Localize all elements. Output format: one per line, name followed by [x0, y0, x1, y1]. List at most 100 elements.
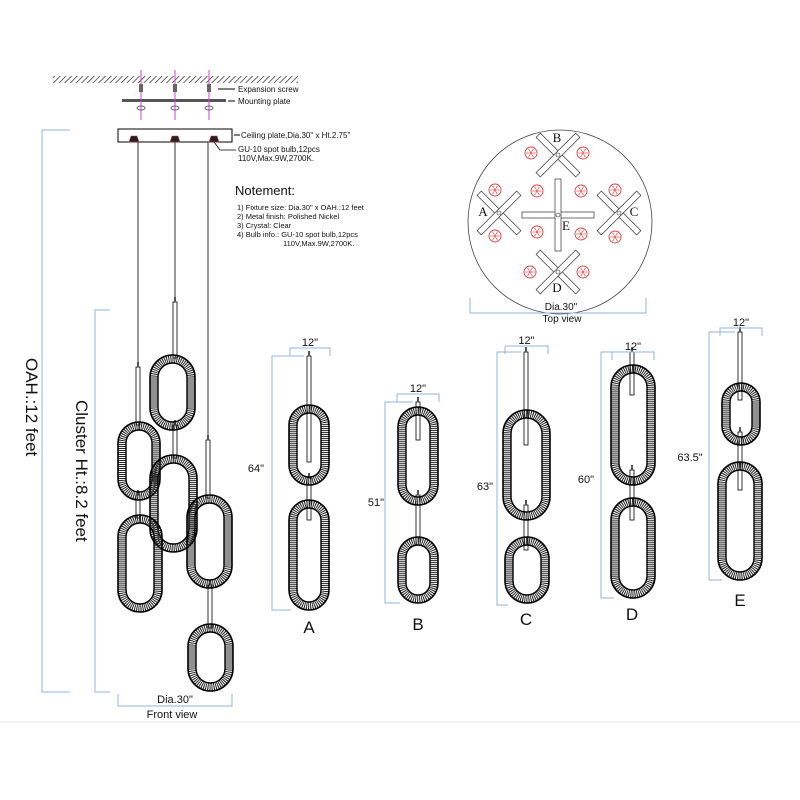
pendant-b: 12"51"B	[368, 383, 440, 634]
ring-outer-edge	[721, 382, 761, 446]
rod-cap	[631, 465, 633, 470]
pendant-e: 12"63.5"E	[677, 317, 763, 610]
front-view-cluster	[117, 142, 234, 692]
top-view-caption: Top view	[543, 314, 583, 325]
bulb-spoke	[536, 227, 540, 233]
notes-title: Notement:	[235, 183, 295, 198]
bulb-spoke	[534, 186, 538, 192]
bulb-spoke	[580, 186, 584, 192]
top-diameter-label: Dia.30"	[545, 302, 578, 313]
bulb-spoke	[536, 190, 540, 196]
rod-cap	[417, 397, 419, 402]
expansion-screw-label: Expansion screw	[238, 85, 299, 94]
bulb-spoke	[612, 185, 616, 191]
bulb-icon	[576, 265, 590, 279]
hub	[555, 212, 561, 218]
bulb-ring	[574, 227, 588, 241]
bulb-spoke	[534, 231, 538, 237]
crystal-ring	[149, 354, 196, 431]
width-label: 12"	[302, 337, 318, 349]
ring-inner-edge	[725, 469, 755, 573]
rod-cap	[137, 362, 139, 367]
bulb-spoke	[580, 152, 584, 158]
bulb-spoke	[580, 271, 584, 277]
arm	[554, 178, 562, 252]
bulb-ring	[576, 146, 590, 160]
crystal-ring	[502, 409, 551, 521]
bulb-spoke	[528, 148, 532, 154]
rod	[172, 301, 178, 359]
ring-crystal-texture	[611, 365, 655, 485]
hub	[555, 269, 561, 275]
crystal-ring	[288, 499, 330, 611]
ring-crystal-texture	[503, 410, 550, 520]
ring-crystal-texture	[398, 407, 438, 505]
width-label: 12"	[733, 317, 749, 329]
bulb-spoke	[527, 271, 531, 277]
bulb-spoke	[580, 267, 584, 273]
crystal-ring	[504, 536, 550, 604]
bulb-sockets	[128, 135, 220, 143]
arm	[596, 190, 642, 236]
bulb-spoke	[492, 235, 496, 241]
mounting-plate-label: Mounting plate	[238, 97, 291, 106]
bulb-icon	[608, 230, 622, 244]
ring-crystal-texture	[398, 537, 438, 603]
bulb-spoke	[492, 231, 496, 237]
leader-line	[213, 141, 236, 151]
bulb-spoke	[578, 186, 582, 192]
rod-cap	[174, 297, 176, 302]
bulb-spoke	[580, 233, 584, 239]
bulb-icon	[488, 183, 502, 197]
pendant-letter: C	[520, 610, 532, 629]
ring-outer-edge	[610, 364, 656, 486]
bulb-ring	[530, 225, 544, 239]
arm-cross	[476, 190, 522, 236]
bulb-icon	[576, 146, 590, 160]
pendant-elevations: 12"64"A12"51"B12"63"C12"60"D12"63.5"E	[248, 317, 763, 637]
bulb-spoke	[580, 229, 584, 235]
ring-crystal-texture	[289, 405, 329, 485]
bulb-icon	[530, 184, 544, 198]
bulb-ring	[608, 230, 622, 244]
ring-inner-edge	[618, 505, 648, 591]
ring-inner-edge	[405, 544, 431, 596]
front-view-caption: Front view	[147, 709, 198, 721]
bulb-spoke	[534, 227, 538, 233]
height-label: 51"	[368, 497, 384, 509]
crystal-ring	[397, 536, 439, 604]
crystal-ring	[117, 514, 163, 613]
ring-outer-edge	[610, 497, 656, 599]
ring-outer-edge	[397, 536, 439, 604]
expansion-screws	[136, 70, 214, 120]
bulb-spoke	[582, 148, 586, 154]
ring-crystal-texture	[722, 383, 760, 445]
oah-label: OAH.:12 feet	[22, 358, 41, 457]
height-dimension-line	[708, 331, 735, 581]
ring-inner-edge	[125, 429, 153, 493]
ring-inner-edge	[296, 507, 322, 603]
pendant-a: 12"64"A	[248, 337, 331, 637]
bulb-spoke	[582, 271, 586, 277]
ring-outer-edge	[288, 404, 330, 486]
pendant-c: 12"63"C	[477, 335, 551, 629]
bulb-spoke	[530, 152, 534, 158]
crystal-ring	[288, 404, 330, 486]
rod	[135, 366, 141, 426]
cluster-height-label: Cluster Ht.:8.2 feet	[72, 400, 91, 542]
width-dimension-line	[611, 351, 655, 360]
ring-crystal-texture	[118, 515, 162, 612]
ring-crystal-texture	[718, 462, 762, 580]
crystal-ring	[397, 406, 439, 506]
crystal-ring	[721, 382, 761, 446]
ring-crystal-texture	[187, 495, 232, 588]
bulb-icon	[523, 265, 537, 279]
top-diameter-dimension-line	[469, 298, 647, 314]
bulb-spoke	[536, 186, 540, 192]
ring-crystal-texture	[505, 537, 549, 603]
bulb-socket-icon	[208, 135, 220, 143]
bulb-socket-icon	[128, 135, 140, 143]
bulb-spoke	[492, 189, 496, 195]
height-dimension-line	[384, 401, 413, 604]
